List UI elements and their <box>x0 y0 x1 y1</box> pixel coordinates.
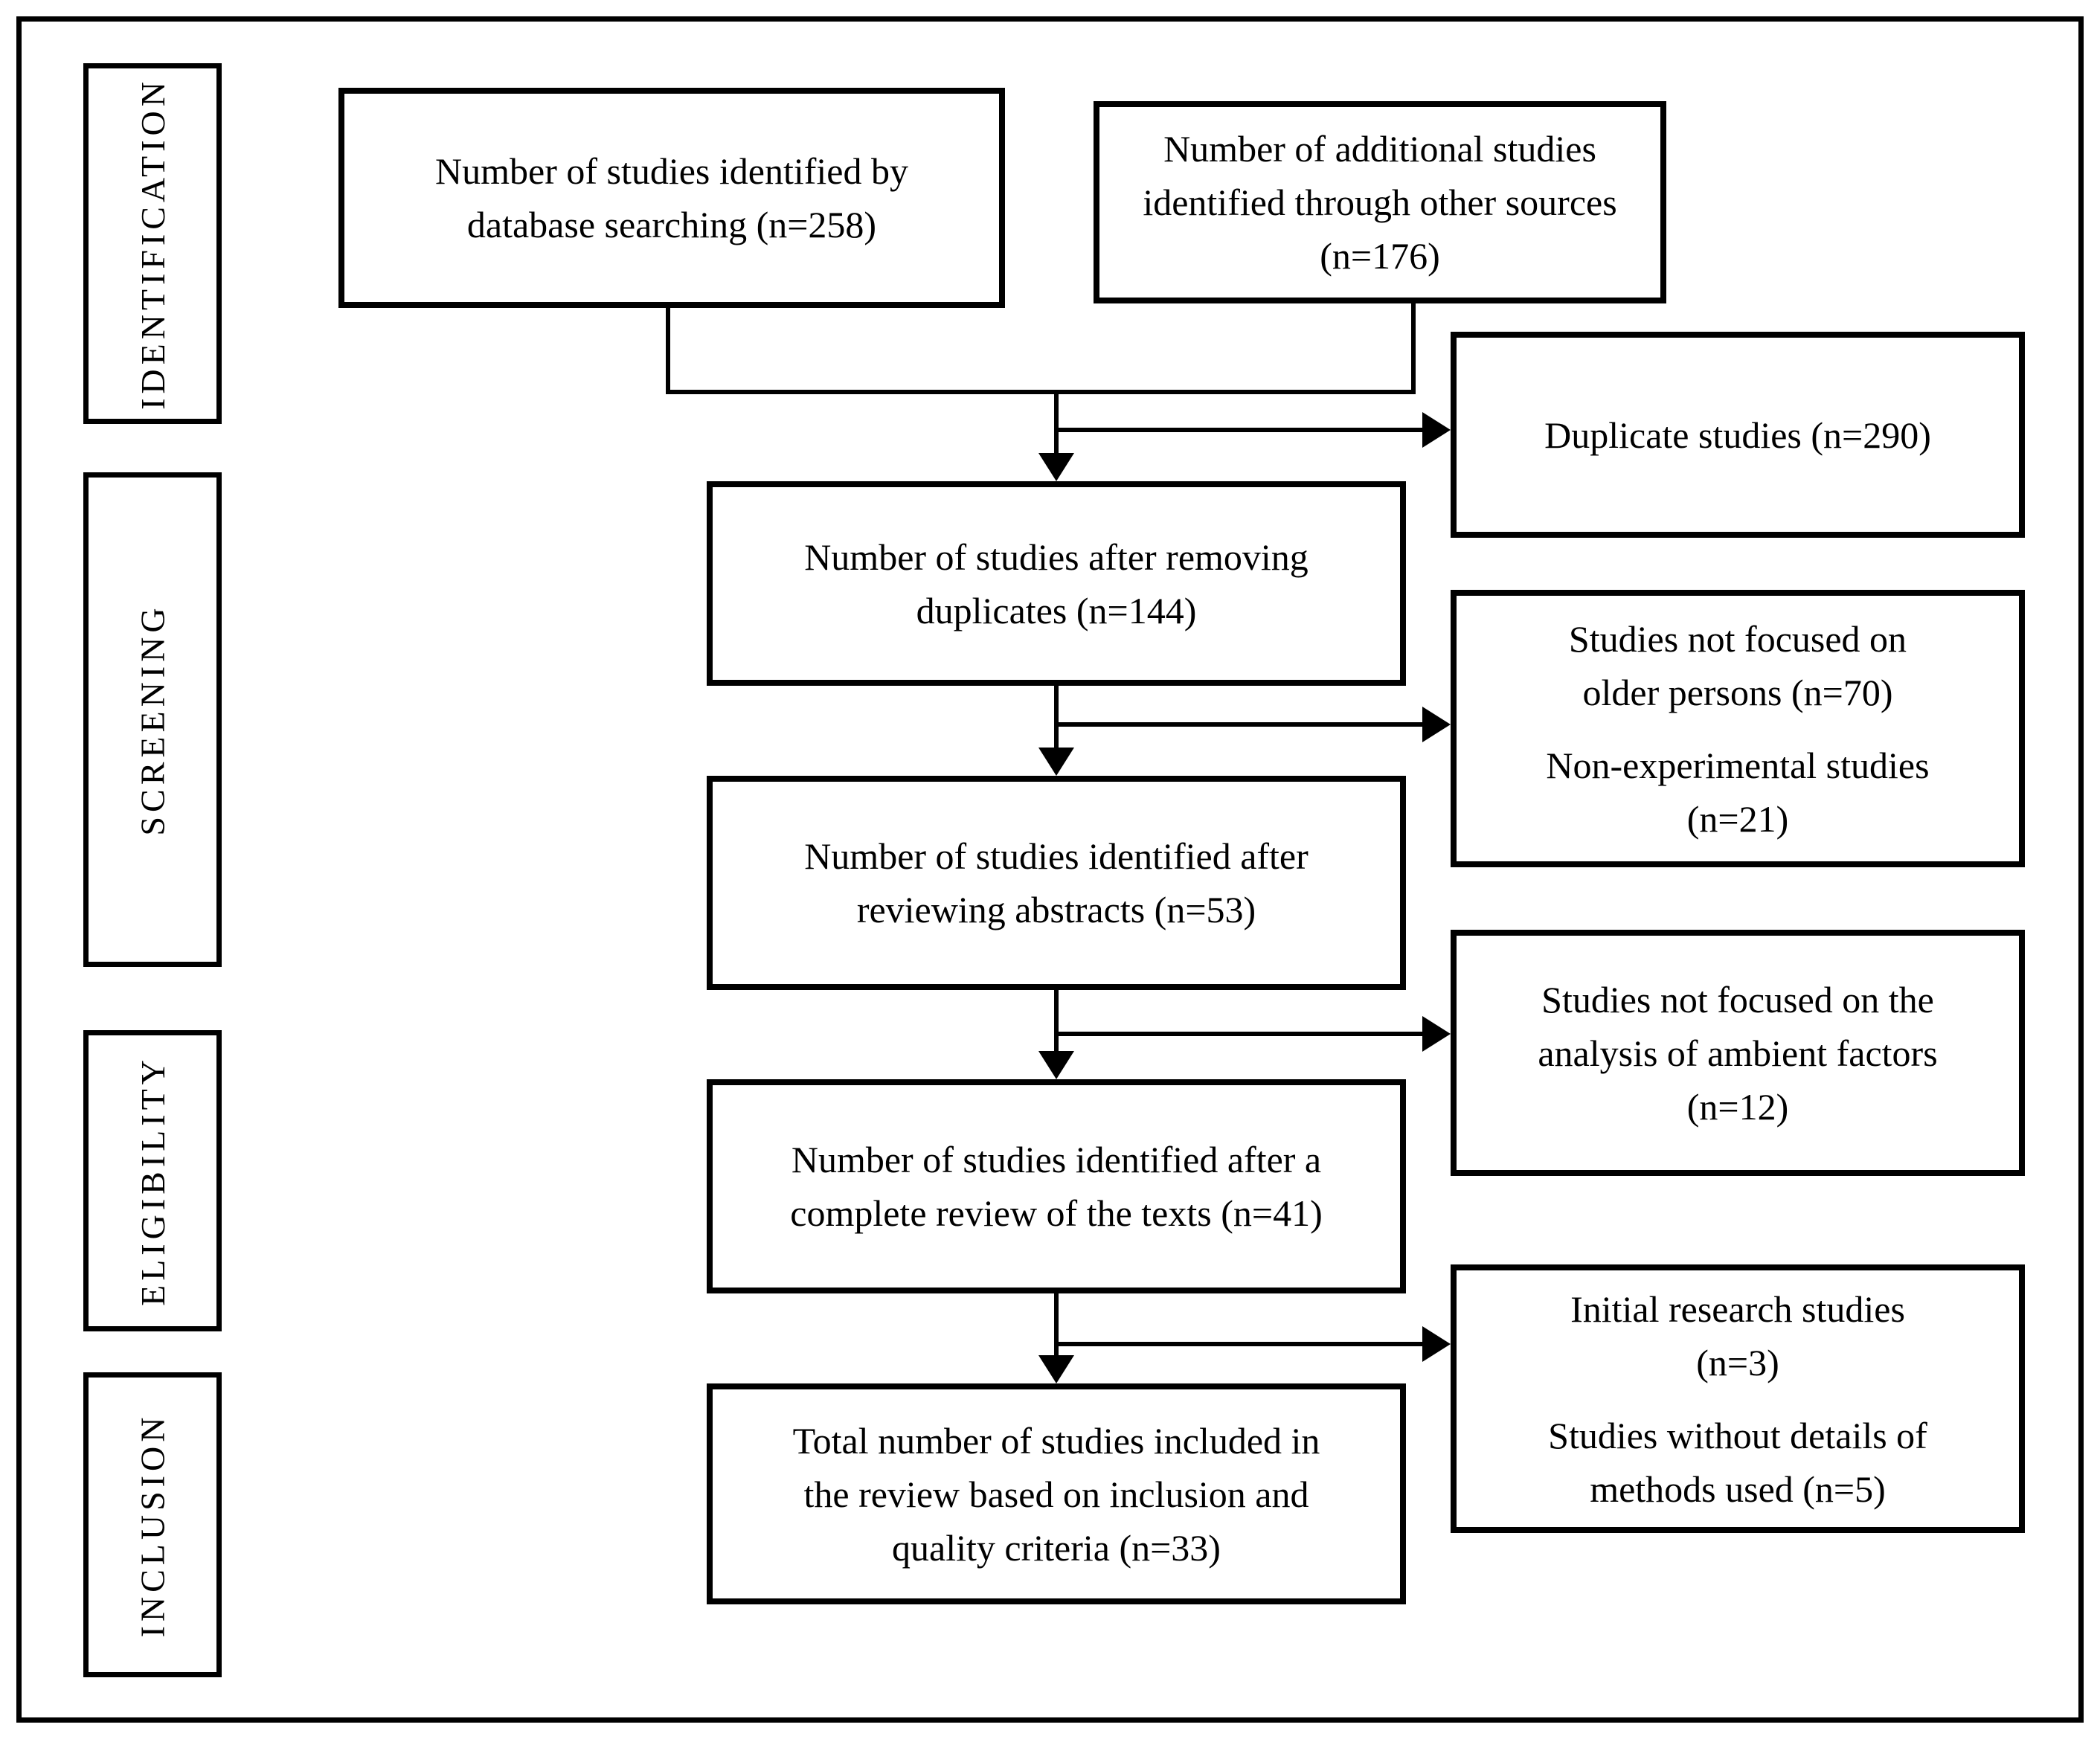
box-after-abstracts-line2: reviewing abstracts (n=53) <box>856 889 1256 930</box>
stage-label-eligibility: ELIGIBILITY <box>83 1030 222 1331</box>
box-excluded-inclusion-para1: Initial research studies (n=3) <box>1570 1282 1905 1389</box>
arrowhead-right-eligibility-icon <box>1422 1016 1451 1052</box>
arrowhead-down-included-icon <box>1038 1355 1074 1383</box>
box-excluded-inclusion: Initial research studies (n=3) Studies w… <box>1451 1264 2025 1533</box>
box-database-search-line2: database searching (n=258) <box>466 204 877 245</box>
branch-to-screening-exclusions <box>1054 722 1422 727</box>
excluded-inclusion-p1-line1: Initial research studies <box>1570 1288 1905 1330</box>
box-other-sources-line3: (n=176) <box>1320 235 1440 277</box>
box-after-abstracts-line1: Number of studies identified after <box>804 835 1309 877</box>
box-excluded-duplicates-text: Duplicate studies (n=290) <box>1544 414 1931 456</box>
branch-to-duplicates <box>1054 428 1422 432</box>
box-excluded-eligibility: Studies not focused on the analysis of a… <box>1451 930 2025 1176</box>
excluded-eligibility-line3: (n=12) <box>1686 1085 1789 1128</box>
excluded-inclusion-p2-line2: methods used (n=5) <box>1590 1468 1886 1510</box>
arrowhead-right-inclusion-icon <box>1422 1326 1451 1362</box>
box-excluded-screening-para1: Studies not focused on older persons (n=… <box>1569 612 1907 719</box>
arrowhead-down-fulltext-icon <box>1038 1051 1074 1079</box>
excluded-eligibility-line2: analysis of ambient factors <box>1538 1032 1938 1074</box>
branch-to-eligibility-exclusions <box>1054 1032 1422 1036</box>
excluded-screening-p2-line1: Non-experimental studies <box>1546 744 1930 786</box>
stage-label-screening-text: SCREENING <box>133 603 172 836</box>
box-other-sources-line2: identified through other sources <box>1143 181 1617 223</box>
outer-border <box>16 16 2084 1723</box>
box-included-total-line3: quality criteria (n=33) <box>892 1526 1221 1569</box>
connector-stub-database <box>666 305 670 394</box>
stage-label-inclusion-text: INCLUSION <box>133 1412 172 1637</box>
box-excluded-screening: Studies not focused on older persons (n=… <box>1451 590 2025 867</box>
excluded-inclusion-p1-line2: (n=3) <box>1696 1341 1779 1383</box>
stage-label-screening: SCREENING <box>83 472 222 967</box>
excluded-screening-p1-line2: older persons (n=70) <box>1582 671 1893 713</box>
arrowhead-down-abstracts-icon <box>1038 748 1074 776</box>
arrowhead-right-screening-icon <box>1422 707 1451 742</box>
stage-label-identification: IDENTIFICATION <box>83 63 222 424</box>
box-after-full-text-review: Number of studies identified after a com… <box>707 1079 1406 1293</box>
box-excluded-duplicates: Duplicate studies (n=290) <box>1451 332 2025 538</box>
box-after-duplicates-line2: duplicates (n=144) <box>916 589 1197 631</box>
arrowhead-right-duplicates-icon <box>1422 412 1451 448</box>
box-excluded-inclusion-para2: Studies without details of methods used … <box>1548 1409 1927 1516</box>
box-database-search-line1: Number of studies identified by <box>435 150 908 192</box>
box-after-duplicates-removed: Number of studies after removing duplica… <box>707 481 1406 686</box>
box-after-duplicates-line1: Number of studies after removing <box>804 536 1309 578</box>
box-other-sources-line1: Number of additional studies <box>1163 128 1596 170</box>
stage-label-eligibility-text: ELIGIBILITY <box>133 1055 172 1306</box>
box-other-sources: Number of additional studies identified … <box>1094 101 1666 303</box>
connector-abstracts-to-fulltext <box>1054 989 1059 1055</box>
excluded-inclusion-p2-line1: Studies without details of <box>1548 1414 1927 1456</box>
branch-to-inclusion-exclusions <box>1054 1342 1422 1346</box>
excluded-screening-p2-line2: (n=21) <box>1686 797 1789 840</box>
excluded-eligibility-line1: Studies not focused on the <box>1541 978 1934 1020</box>
connector-fulltext-to-included <box>1054 1293 1059 1360</box>
stage-label-inclusion: INCLUSION <box>83 1372 222 1677</box>
connector-merge-line <box>666 390 1416 394</box>
box-database-search: Number of studies identified by database… <box>338 88 1005 308</box>
connector-merge-to-dedup <box>1054 390 1059 457</box>
box-full-review-line1: Number of studies identified after a <box>791 1139 1322 1180</box>
connector-dedup-to-abstracts <box>1054 685 1059 752</box>
box-excluded-screening-para2: Non-experimental studies (n=21) <box>1546 739 1929 846</box>
excluded-screening-p1-line1: Studies not focused on <box>1568 617 1907 660</box>
box-included-total-line2: the review based on inclusion and <box>803 1473 1309 1515</box>
box-included-total: Total number of studies included in the … <box>707 1383 1406 1604</box>
box-full-review-line2: complete review of the texts (n=41) <box>790 1192 1323 1234</box>
stage-label-identification-text: IDENTIFICATION <box>133 77 172 410</box>
connector-stub-other-sources <box>1411 300 1416 394</box>
box-included-total-line1: Total number of studies included in <box>792 1419 1320 1462</box>
box-after-reviewing-abstracts: Number of studies identified after revie… <box>707 776 1406 990</box>
arrowhead-down-dedup-icon <box>1038 453 1074 481</box>
